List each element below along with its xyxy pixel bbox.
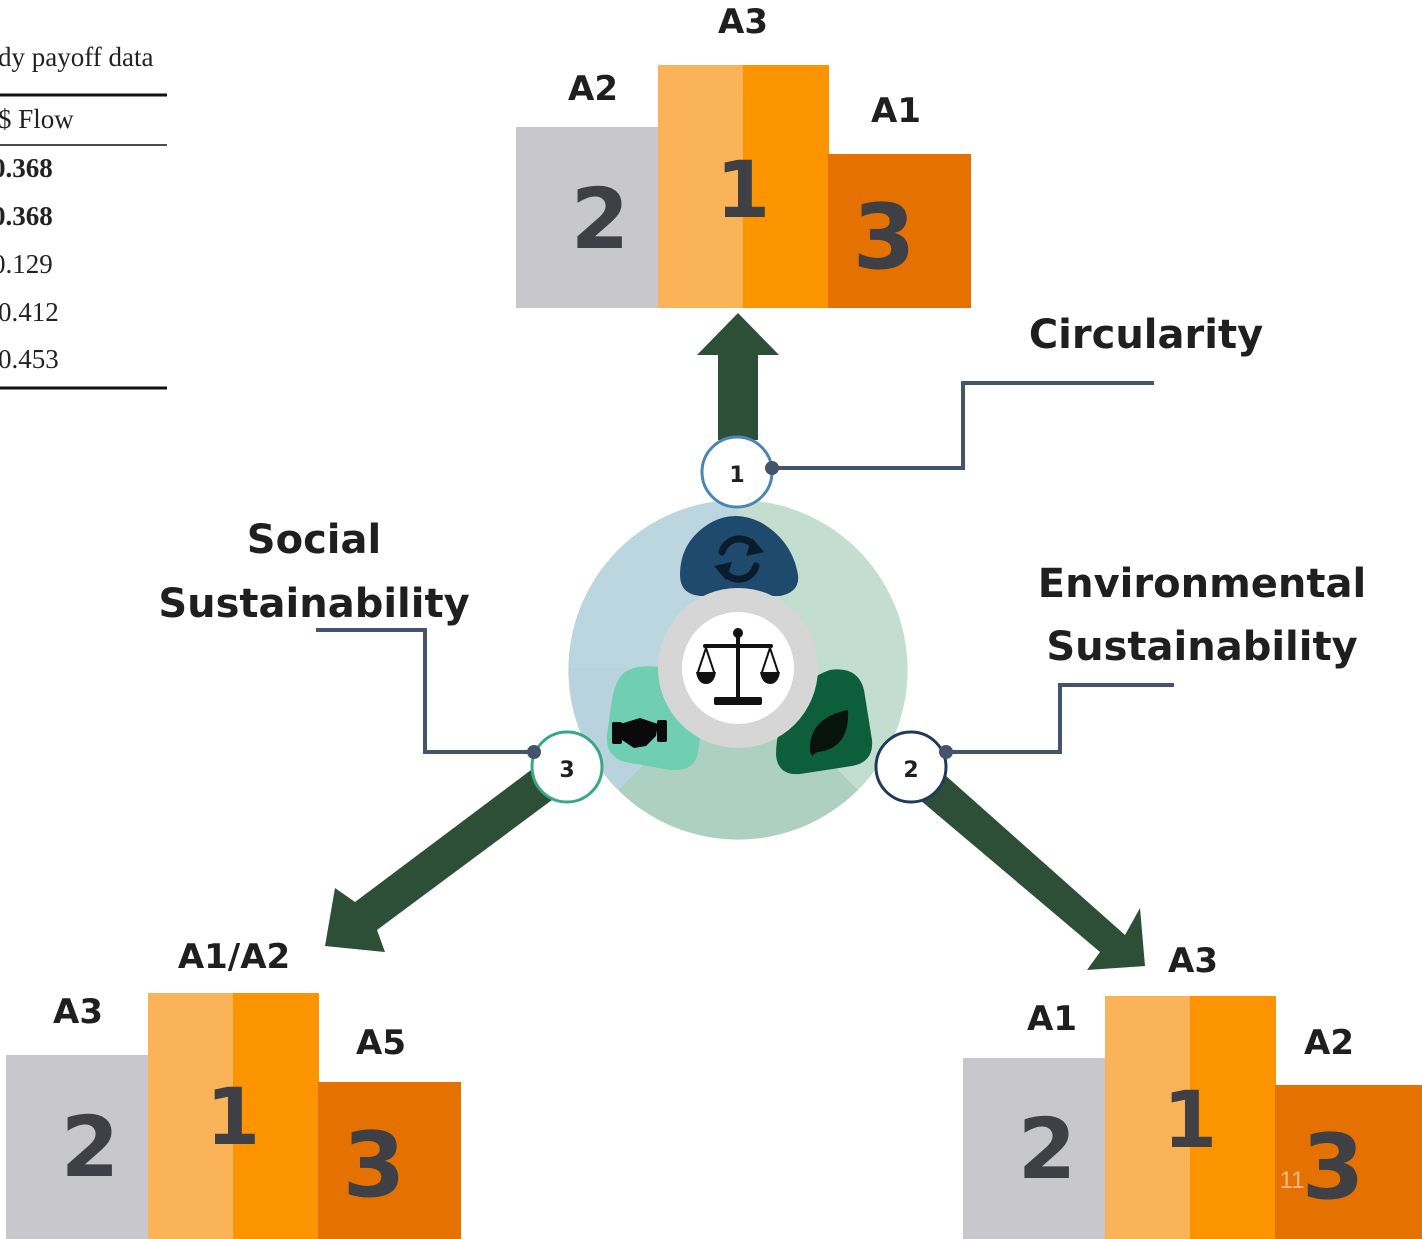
podium-first-block (148, 993, 234, 1239)
rank-1-digit: 1 (716, 146, 770, 236)
arrow-up (697, 313, 779, 440)
marker-number: 3 (559, 758, 574, 783)
podium-second-block (963, 1058, 1106, 1239)
leader-line-circularity (772, 381, 1154, 470)
label-environmental-line1: Environmental (1038, 561, 1366, 607)
label-environmental-line2: Sustainability (1046, 624, 1357, 670)
marker-1: 1 (700, 435, 779, 509)
rank-2-digit: 2 (1018, 1100, 1076, 1198)
podium-third-block (1275, 1085, 1422, 1239)
leader-lines (316, 381, 1174, 754)
podium-first-block (1105, 996, 1191, 1239)
marker-number: 1 (729, 463, 744, 488)
center-hub (568, 500, 908, 840)
podium-third-label: A5 (356, 1023, 406, 1063)
marker-number: 2 (903, 758, 918, 783)
table-row-value: 0.129 (0, 249, 53, 279)
table-header: $ Flow (0, 104, 74, 134)
label-social-line2: Sustainability (158, 581, 469, 627)
table-row-value: 0.368 (0, 201, 53, 231)
label-social-line1: Social (247, 517, 381, 563)
rank-3-digit: 3 (343, 1113, 406, 1218)
podium-first-block (658, 65, 744, 308)
podium-third-block (828, 154, 971, 308)
rank-1-digit: 1 (206, 1073, 260, 1163)
podium-environmental: 2 1 3 A1 A3 A2 11 (963, 941, 1422, 1239)
podium-second-label: A3 (53, 992, 103, 1032)
arrows (325, 313, 1145, 970)
rank-3-digit: 3 (853, 185, 916, 290)
handshake-icon (612, 718, 667, 748)
slide-number: 11 (1280, 1167, 1305, 1194)
rank-2-digit: 2 (61, 1098, 119, 1196)
refresh-icon (714, 535, 764, 583)
circularity-segment (680, 516, 799, 596)
podium-third-label: A1 (871, 91, 921, 131)
leader-line-social (316, 628, 534, 754)
arrow-lower-right (920, 775, 1145, 970)
podium-first-label: A1/A2 (178, 937, 290, 977)
table-row-value: 0.368 (0, 153, 53, 183)
arrow-lower-left (325, 770, 552, 952)
table-title: dy payoff data (0, 42, 153, 72)
marker-2: 2 (874, 730, 953, 804)
payoff-table-fragment: dy payoff data $ Flow 0.368 0.368 0.129 … (0, 42, 167, 390)
scale-icon (696, 628, 780, 705)
rank-3-digit: 3 (1302, 1115, 1365, 1220)
marker-3: 3 (527, 730, 604, 804)
table-row-value: 0.412 (0, 297, 59, 327)
podium-circularity: 2 1 3 A2 A3 A1 (516, 2, 971, 308)
podium-social: 2 1 3 A3 A1/A2 A5 (6, 937, 461, 1239)
podium-second-block (6, 1055, 149, 1239)
podium-first-label: A3 (1168, 941, 1218, 981)
podium-second-label: A2 (568, 69, 618, 109)
leaf-icon (809, 710, 849, 756)
rank-2-digit: 2 (571, 170, 629, 268)
podium-third-block (318, 1082, 461, 1239)
label-circularity: Circularity (1029, 312, 1263, 358)
table-row-value: 0.453 (0, 344, 59, 374)
podium-first-label: A3 (718, 2, 768, 42)
podium-third-label: A2 (1304, 1023, 1354, 1063)
podium-second-block (516, 127, 659, 308)
podium-second-label: A1 (1027, 999, 1077, 1039)
rank-1-digit: 1 (1163, 1076, 1217, 1166)
leader-line-environment (946, 683, 1174, 754)
